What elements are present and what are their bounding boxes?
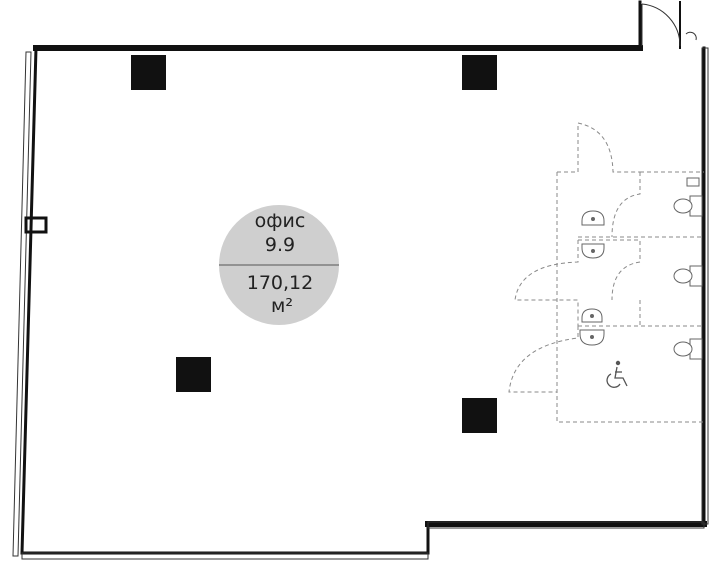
wheelchair-icon: [606, 360, 628, 388]
column-icon: [131, 55, 166, 90]
sink-icon: [579, 329, 605, 346]
column-icon: [462, 55, 497, 90]
toilet-icon: [673, 338, 703, 360]
room-area-unit: м²: [271, 295, 293, 317]
window-bottom-left: [21, 552, 429, 560]
left-wall: [20, 46, 38, 555]
column-icon: [176, 357, 211, 392]
windows: [12, 47, 709, 560]
room-name: офис: [255, 210, 306, 232]
sink-icon: [581, 243, 605, 259]
room-area-value: 170,12: [247, 272, 313, 294]
exterior-walls: [20, 0, 707, 555]
room-label[interactable]: офис 9.9 170,12 м²: [219, 205, 339, 325]
restroom-dashed-layout: [508, 122, 704, 423]
window-left: [12, 51, 32, 557]
window-bottom-right: [427, 521, 705, 529]
toilet-icon: [673, 265, 703, 287]
sink-icon: [581, 210, 605, 226]
toilet-icon: [686, 177, 700, 187]
wall-notch: [24, 216, 48, 234]
room-number: 9.9: [265, 234, 295, 256]
toilet-icon: [673, 195, 703, 217]
door-icon[interactable]: [641, 3, 697, 47]
toilets: [673, 177, 703, 360]
column-icon: [462, 398, 497, 433]
columns: [131, 55, 497, 433]
sinks: [579, 210, 605, 346]
sink-icon: [581, 308, 603, 323]
